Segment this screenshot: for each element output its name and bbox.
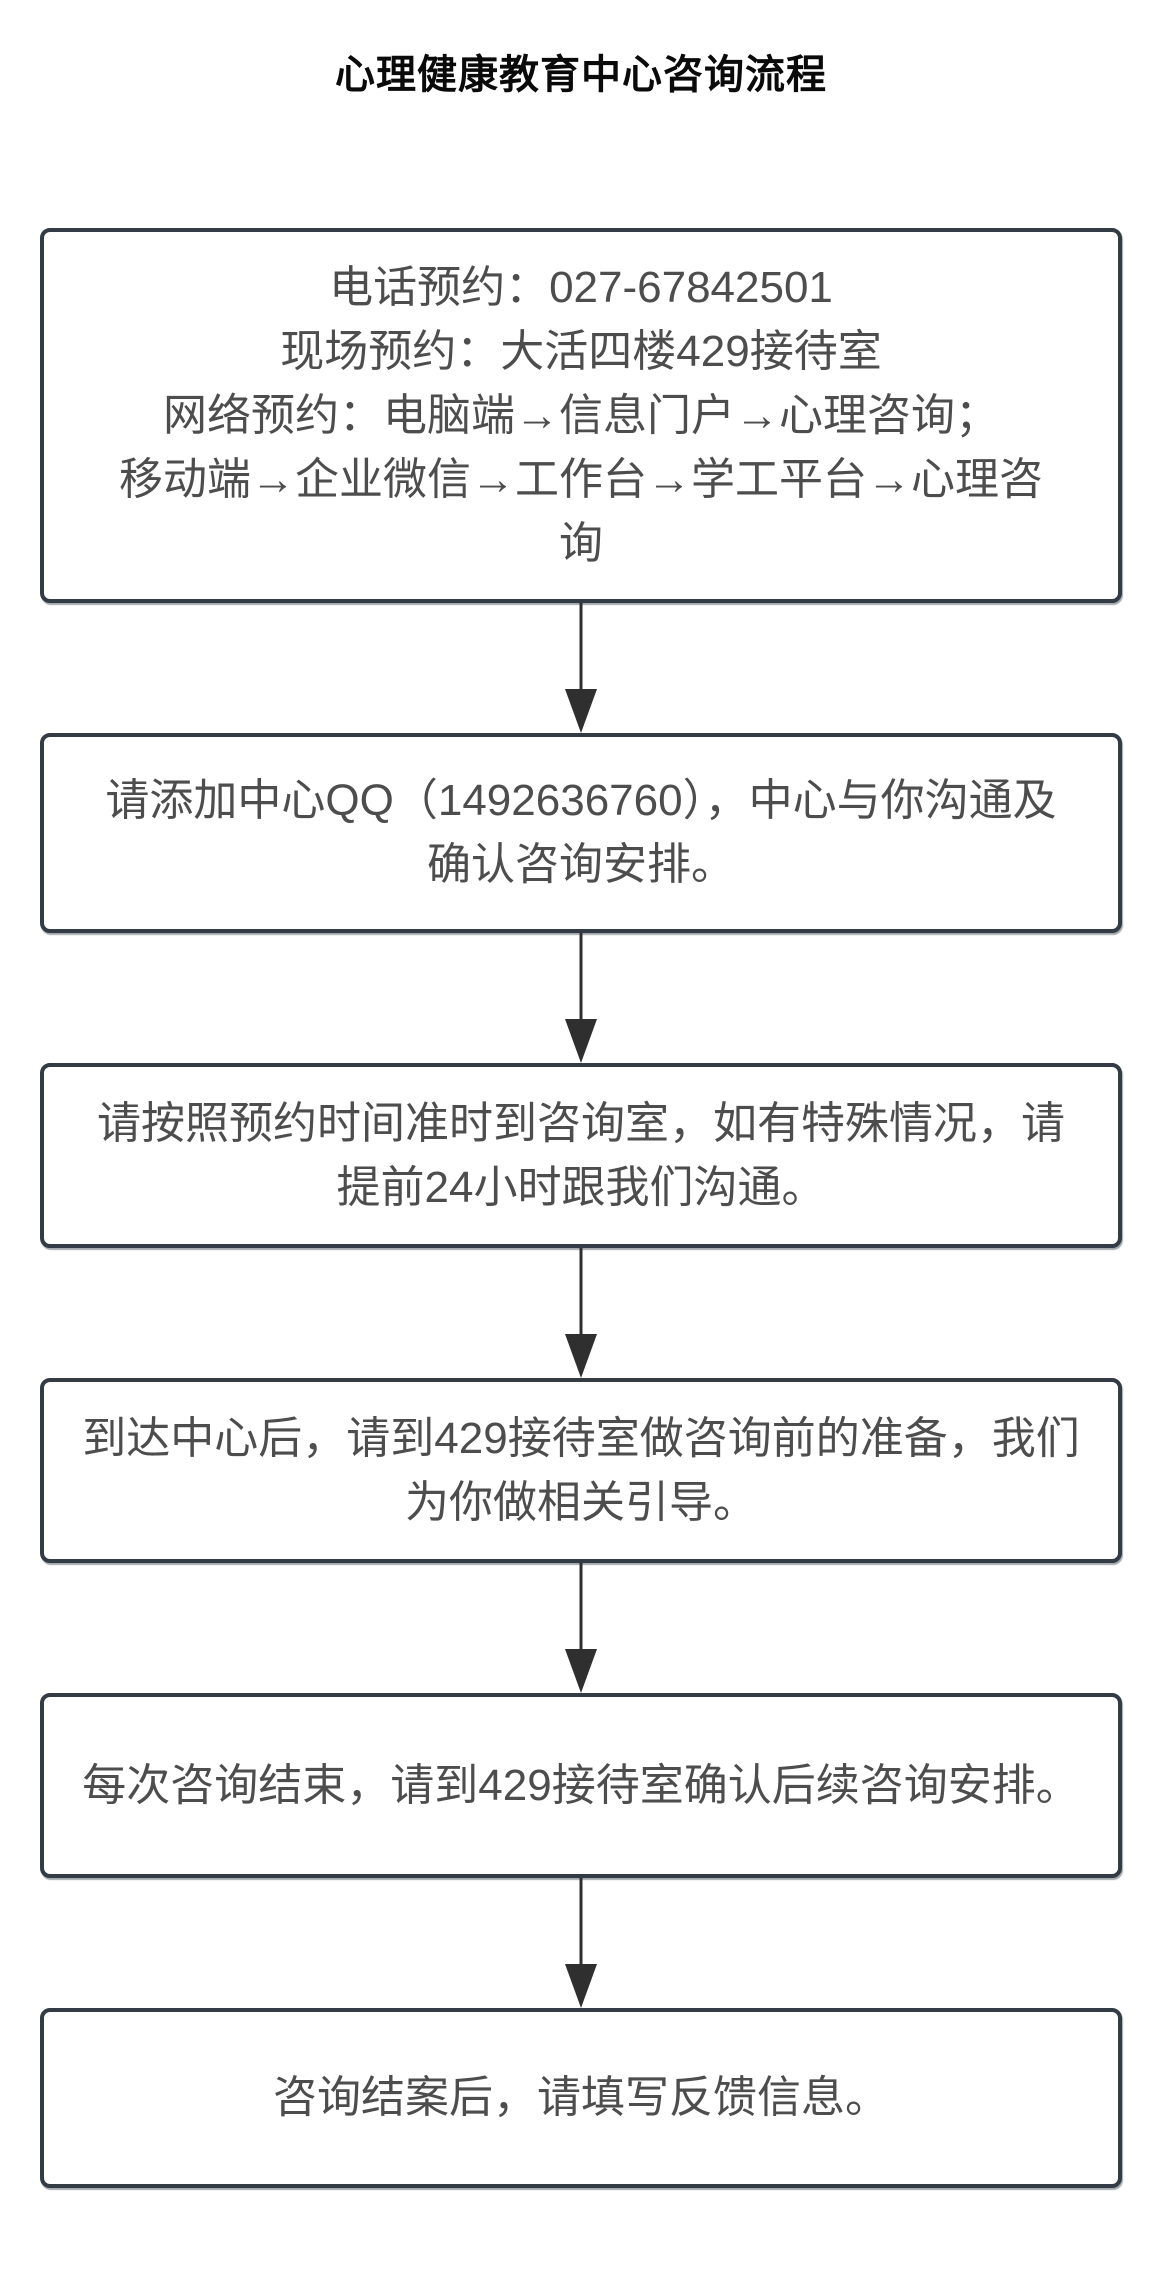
page-title: 心理健康教育中心咨询流程 (335, 52, 827, 97)
text-line: 现场预约：大活四楼429接待室 (280, 326, 882, 376)
text-line: 提前24小时跟我们沟通。 (336, 1162, 826, 1212)
arrow-down-icon (40, 1563, 1122, 1693)
text-line: 每次咨询结束，请到429接待室确认后续咨询安排。 (82, 1760, 1080, 1810)
flow-node-step-4-reception-preparation: 到达中心后，请到429接待室做咨询前的准备，我们为你做相关引导。 (40, 1378, 1122, 1563)
flow-node-step-2-add-center-qq: 请添加中心QQ（1492636760），中心与你沟通及确认咨询安排。 (40, 733, 1122, 933)
flow-node-step-1-appointment-channels: 电话预约：027-67842501 现场预约：大活四楼429接待室网络预约：电脑端… (40, 228, 1122, 603)
arrow-down-icon (40, 1248, 1122, 1378)
text-line: 到达中心后，请到429接待室做咨询前的准备，我们 (82, 1413, 1080, 1463)
text-line: 询 (559, 518, 603, 568)
flow-node-step-5-confirm-followup: 每次咨询结束，请到429接待室确认后续咨询安排。 (40, 1693, 1122, 1878)
text-line: 请添加中心QQ（1492636760），中心与你沟通及 (105, 776, 1057, 825)
text-line: 电话预约：027-67842501 (329, 262, 833, 312)
text-line: 确认咨询安排。 (427, 840, 735, 889)
text-line: 为你做相关引导。 (405, 1477, 757, 1527)
text-line: 请按照预约时间准时到咨询室，如有特殊情况，请 (97, 1098, 1065, 1148)
arrow-down-icon (40, 933, 1122, 1063)
text-line: 移动端→企业微信→工作台→学工平台→心理咨 (119, 454, 1043, 504)
flowchart: 电话预约：027-67842501 现场预约：大活四楼429接待室网络预约：电脑端… (40, 228, 1122, 2188)
flow-node-step-6-feedback: 咨询结案后，请填写反馈信息。 (40, 2008, 1122, 2188)
arrow-down-icon (40, 1878, 1122, 2008)
text-line: 咨询结案后，请填写反馈信息。 (273, 2073, 889, 2122)
text-line: 网络预约：电脑端→信息门户→心理咨询； (163, 390, 999, 440)
arrow-down-icon (40, 603, 1122, 733)
flow-node-step-3-arrive-on-time: 请按照预约时间准时到咨询室，如有特殊情况，请提前24小时跟我们沟通。 (40, 1063, 1122, 1248)
